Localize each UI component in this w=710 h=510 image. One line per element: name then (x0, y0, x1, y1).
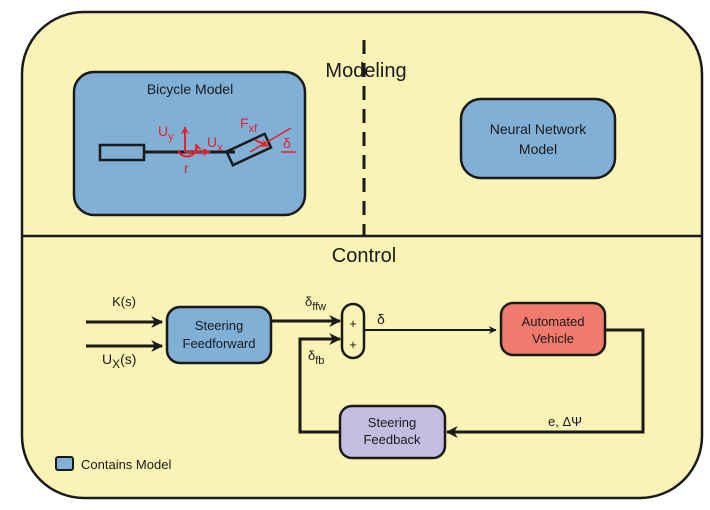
legend: Contains Model (55, 456, 171, 472)
delta-ffw-label: δffw (305, 294, 326, 313)
summing-junction: + + (340, 302, 366, 360)
yaw-rate-arrow (177, 143, 203, 158)
automated-vehicle-box: Automated Vehicle (499, 301, 607, 357)
steering-feedback-box: Steering Feedback (338, 404, 447, 460)
feedback-label-1: Steering (368, 415, 416, 430)
feedforward-label-2: Feedforward (183, 336, 256, 351)
sum-plus-bottom: + (349, 337, 357, 352)
feedback-label-2: Feedback (363, 432, 421, 447)
legend-label: Contains Model (81, 457, 171, 472)
modeling-title: Modeling (325, 60, 406, 82)
fxf-arrow (254, 139, 269, 147)
delta-label: δ (283, 135, 291, 151)
vehicle-label-2: Vehicle (532, 331, 574, 346)
fxf-label: Fxf (240, 115, 258, 135)
neural-label-2: Model (519, 141, 557, 157)
uy-label: Uy (158, 123, 174, 143)
legend-swatch (55, 456, 74, 471)
neural-label-1: Neural Network (490, 121, 587, 137)
control-title: Control (332, 245, 396, 267)
steering-feedforward-box: Steering Feedforward (165, 305, 273, 365)
delta-fb-label: δfb (308, 348, 324, 367)
r-label: r (184, 160, 189, 176)
bicycle-model-box: Bicycle Model Uy Ux r Fxf δ (72, 70, 307, 217)
delta-command-label: δ (377, 311, 385, 327)
delta-line (249, 127, 292, 153)
vehicle-output-arrow (445, 328, 645, 438)
vehicle-label-1: Automated (522, 314, 585, 329)
error-label: e, ΔΨ (548, 414, 582, 429)
bicycle-model-title: Bicycle Model (147, 81, 233, 97)
feedback-path-arrow (298, 333, 342, 434)
feedforward-label-1: Steering (195, 318, 243, 333)
neural-network-model-box: Neural Network Model (459, 97, 617, 180)
k-input-label: K(s) (112, 294, 136, 309)
ux-input-label: UX(s) (102, 351, 136, 371)
ux-label: Ux (207, 134, 223, 154)
sum-plus-top: + (349, 316, 357, 331)
